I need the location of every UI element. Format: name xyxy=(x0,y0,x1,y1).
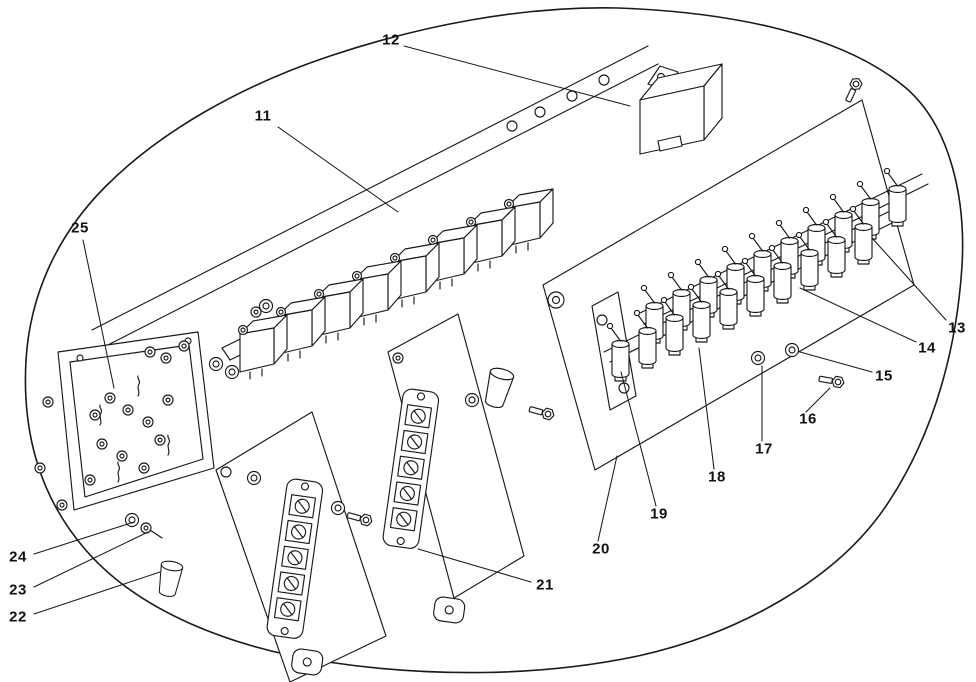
washer xyxy=(258,298,274,314)
callout-label-11: 11 xyxy=(254,107,272,125)
lower-left-hardware xyxy=(124,512,184,599)
screw xyxy=(89,409,101,421)
screw xyxy=(144,346,156,358)
leader-line-20 xyxy=(597,455,618,542)
callout-label-12: 12 xyxy=(382,31,400,49)
top-relay xyxy=(639,63,723,155)
callout-label-15: 15 xyxy=(875,367,893,385)
leader-line-12 xyxy=(403,45,631,107)
callout-label-18: 18 xyxy=(708,468,726,486)
callout-label-25: 25 xyxy=(71,219,89,237)
leader-line-11 xyxy=(277,126,399,213)
callout-label-20: 20 xyxy=(592,540,610,558)
screw xyxy=(56,499,68,511)
screw xyxy=(178,340,190,352)
screw xyxy=(154,434,166,446)
screw-23 xyxy=(140,522,163,539)
screw xyxy=(138,462,150,474)
leader-line-14 xyxy=(799,287,917,343)
top-mounting-rail xyxy=(91,45,659,349)
callout-label-14: 14 xyxy=(918,339,936,357)
leader-lines xyxy=(33,45,947,615)
screw xyxy=(96,438,108,450)
leader-line-22 xyxy=(33,571,161,615)
leader-line-23 xyxy=(33,531,149,588)
callout-label-13: 13 xyxy=(948,319,966,337)
strip-foot xyxy=(432,595,467,625)
screw xyxy=(162,394,174,406)
callout-label-21: 21 xyxy=(536,576,554,594)
washer-17 xyxy=(750,350,766,366)
callout-label-19: 19 xyxy=(650,505,668,523)
callout-label-23: 23 xyxy=(9,581,27,599)
leader-line-13 xyxy=(871,237,947,321)
washer xyxy=(246,470,262,486)
screw xyxy=(34,462,46,474)
leader-line-24 xyxy=(33,521,135,555)
screw xyxy=(104,392,116,404)
washer xyxy=(464,392,480,408)
leader-line-16 xyxy=(805,387,831,413)
leader-line-25 xyxy=(82,239,115,389)
washer-15 xyxy=(784,342,800,358)
screw xyxy=(84,474,96,486)
hardware-panel xyxy=(34,331,215,511)
screw xyxy=(122,404,134,416)
leader-line-15 xyxy=(799,351,873,373)
leader-line-21 xyxy=(417,548,532,583)
screw xyxy=(42,396,54,408)
washer xyxy=(330,500,346,516)
leader-line-18 xyxy=(698,347,715,470)
callout-label-17: 17 xyxy=(755,440,773,458)
breaker-assembly xyxy=(591,167,929,411)
callout-label-16: 16 xyxy=(799,410,817,428)
washer xyxy=(208,356,224,372)
callout-label-24: 24 xyxy=(9,548,27,566)
callout-label-22: 22 xyxy=(9,608,27,626)
strip-foot xyxy=(290,647,325,677)
screw xyxy=(142,416,154,428)
washer xyxy=(224,364,240,380)
screw xyxy=(116,450,128,462)
leader-line-19 xyxy=(620,371,657,507)
screw xyxy=(160,352,172,364)
